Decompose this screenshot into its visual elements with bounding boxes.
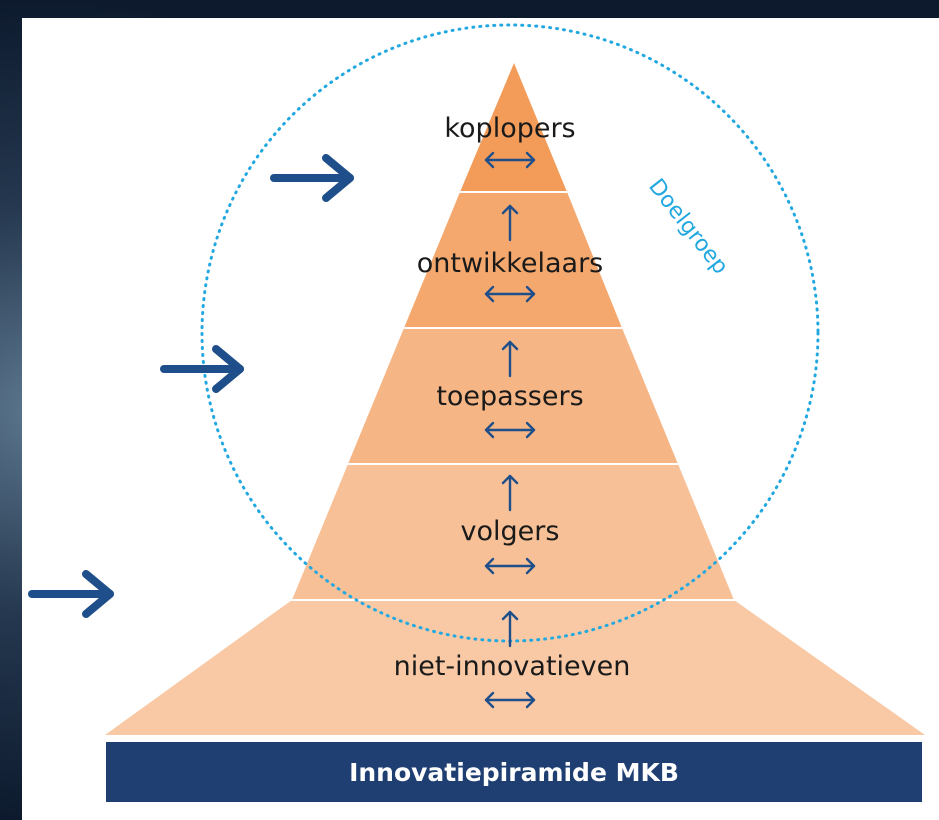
growth-arrows xyxy=(501,204,519,648)
pyramid-banner xyxy=(106,742,922,802)
right-arrow-icon xyxy=(270,154,354,202)
double-arrow-icon xyxy=(484,691,536,709)
right-arrow-icon xyxy=(28,570,114,618)
tier-label-koplopers: koplopers xyxy=(444,113,575,144)
tier-label-volgers: volgers xyxy=(461,516,560,547)
tier-ontwikkelaars xyxy=(404,192,622,328)
up-arrow-icon xyxy=(501,340,519,378)
double-arrow-icon xyxy=(484,285,536,303)
tier-niet-innovatieven xyxy=(105,600,925,735)
exchange-arrows xyxy=(484,151,536,709)
entry-arrows xyxy=(28,154,354,618)
double-arrow-icon xyxy=(484,151,536,169)
tier-label-ontwikkelaars: ontwikkelaars xyxy=(417,248,603,279)
tier-toepassers xyxy=(348,328,678,464)
right-arrow-icon xyxy=(160,345,244,393)
tier-label-toepassers: toepassers xyxy=(436,381,583,412)
up-arrow-icon xyxy=(501,204,519,242)
double-arrow-icon xyxy=(484,421,536,439)
tier-volgers xyxy=(292,464,734,600)
tier-label-niet-innovatieven: niet-innovatieven xyxy=(394,651,631,682)
double-arrow-icon xyxy=(484,557,536,575)
up-arrow-icon xyxy=(501,474,519,512)
pyramid-banner-label: Innovatiepiramide MKB xyxy=(349,758,679,787)
up-arrow-icon xyxy=(501,610,519,648)
pyramid xyxy=(105,63,925,735)
